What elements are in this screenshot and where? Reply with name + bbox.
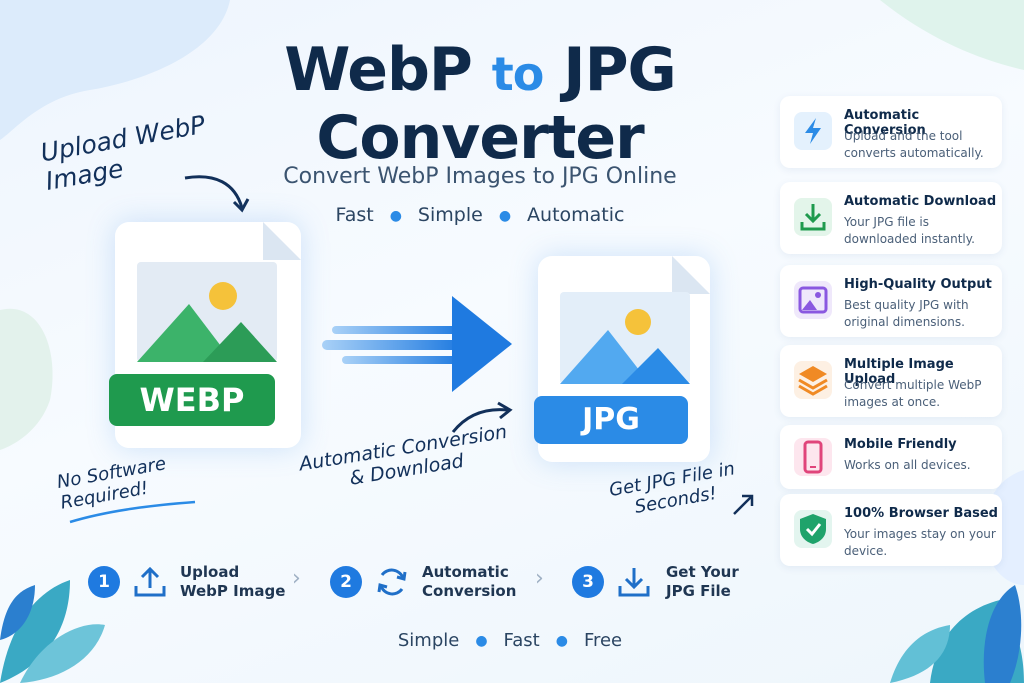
landscape-image-icon (560, 292, 690, 384)
jpg-badge: JPG (534, 396, 688, 444)
phone-icon (794, 438, 832, 476)
conversion-arrow-icon (322, 296, 512, 392)
feature-card-automatic-conversion: Automatic Conversion Upload and the tool… (780, 96, 1002, 168)
upload-icon (134, 566, 166, 597)
layers-icon (794, 361, 832, 399)
download-icon (618, 568, 650, 597)
feature-card-multiple-upload: Multiple Image Upload Convert multiple W… (780, 345, 1002, 417)
chevron-right-icon: › (535, 566, 544, 591)
refresh-icon (377, 568, 407, 596)
webp-file-card: WEBP (109, 222, 301, 448)
feature-card-high-quality-output: High-Quality Output Best quality JPG wit… (780, 265, 1002, 337)
feature-card-automatic-download: Automatic Download Your JPG file is down… (780, 182, 1002, 254)
feature-card-mobile-friendly: Mobile Friendly Works on all devices. (780, 425, 1002, 489)
step-2-number: 2 (330, 566, 362, 598)
image-icon (794, 281, 832, 319)
landscape-image-icon (137, 262, 277, 362)
leaf-right-decoration (890, 585, 1024, 683)
title-accent: to (491, 47, 545, 101)
tagline: Fast●Simple●Automatic (335, 204, 625, 226)
seconds-arrow-icon (733, 494, 754, 515)
page-title: WebP to JPG Converter (284, 35, 677, 173)
file-fold (672, 256, 710, 294)
chevron-right-icon: › (292, 566, 301, 591)
shield-check-icon (794, 510, 832, 548)
jpg-file-card: JPG (534, 256, 710, 462)
leaf-left-decoration (0, 580, 105, 683)
lightning-icon (794, 112, 832, 150)
file-fold (263, 222, 301, 260)
step-3-number: 3 (572, 566, 604, 598)
upload-arrow-icon (184, 175, 250, 213)
webp-badge: WEBP (109, 374, 275, 426)
underline-decoration (69, 500, 196, 524)
feature-card-browser-based: 100% Browser Based Your images stay on y… (780, 494, 1002, 566)
footer-tagline: Simple●Fast●Free (397, 630, 623, 651)
download-icon (794, 198, 832, 236)
page-subtitle: Convert WebP Images to JPG Online (283, 164, 677, 189)
step-1-number: 1 (88, 566, 120, 598)
auto-arrow-icon (451, 401, 513, 433)
